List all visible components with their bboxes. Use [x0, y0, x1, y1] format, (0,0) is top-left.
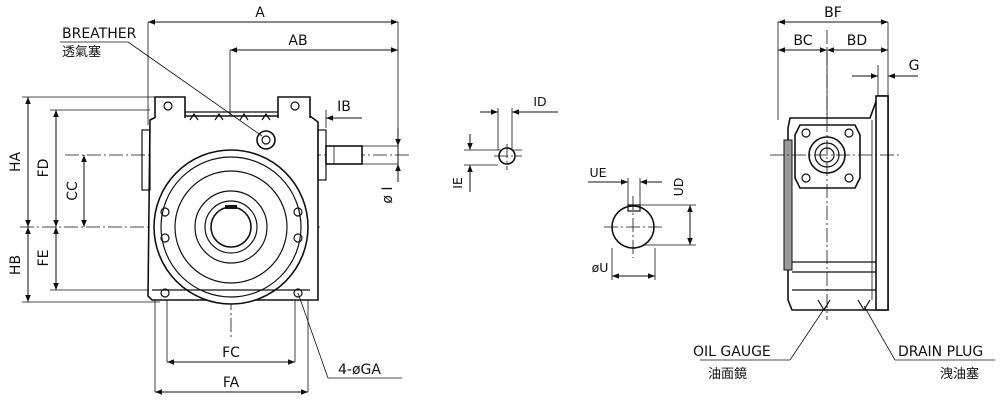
oil-gauge-label: OIL GAUGE [693, 344, 771, 360]
dim-label-HB: HB [8, 255, 24, 275]
dim-label-BF: BF [824, 5, 842, 21]
dim-label-U: øU [592, 260, 609, 275]
dim-label-FA: FA [223, 375, 240, 391]
breather-label-zh: 透氣塞 [62, 44, 101, 60]
dim-label-CC: CC [65, 181, 81, 201]
dim-label-A: A [255, 5, 265, 21]
drain-plug-label: DRAIN PLUG [898, 344, 983, 360]
dim-label-FE: FE [36, 250, 52, 267]
dim-label-GA: 4-øGA [338, 362, 381, 378]
dim-label-I: ø I [380, 186, 396, 203]
output-bore-keyway-detail: UE UD øU [588, 165, 696, 280]
side-view: BF BC BD G OIL GAUGE 油面鏡 DRAIN PLUG 洩油塞 [693, 5, 995, 382]
oil-gauge-label-zh: 油面鏡 [708, 367, 747, 382]
front-view: A AB IB HA FD CC HB FE ø I FC FA 4-øGA B… [8, 5, 410, 395]
breather-label: BREATHER [62, 26, 137, 42]
drain-plug-label-zh: 洩油塞 [940, 366, 979, 382]
dim-label-BD: BD [847, 33, 867, 49]
dim-label-FD: FD [36, 159, 52, 178]
dim-label-G: G [909, 58, 920, 74]
dim-label-UE: UE [589, 165, 606, 180]
dim-label-IB: IB [337, 99, 351, 115]
dim-label-UD: UD [671, 178, 686, 197]
dim-label-HA: HA [8, 152, 24, 173]
dim-label-AB: AB [288, 33, 307, 49]
dim-label-BC: BC [793, 33, 812, 49]
dim-label-FC: FC [222, 345, 240, 361]
input-shaft-keyway-detail: ID IE [450, 94, 558, 192]
dim-label-ID: ID [533, 94, 546, 109]
dim-label-IE: IE [450, 177, 465, 189]
